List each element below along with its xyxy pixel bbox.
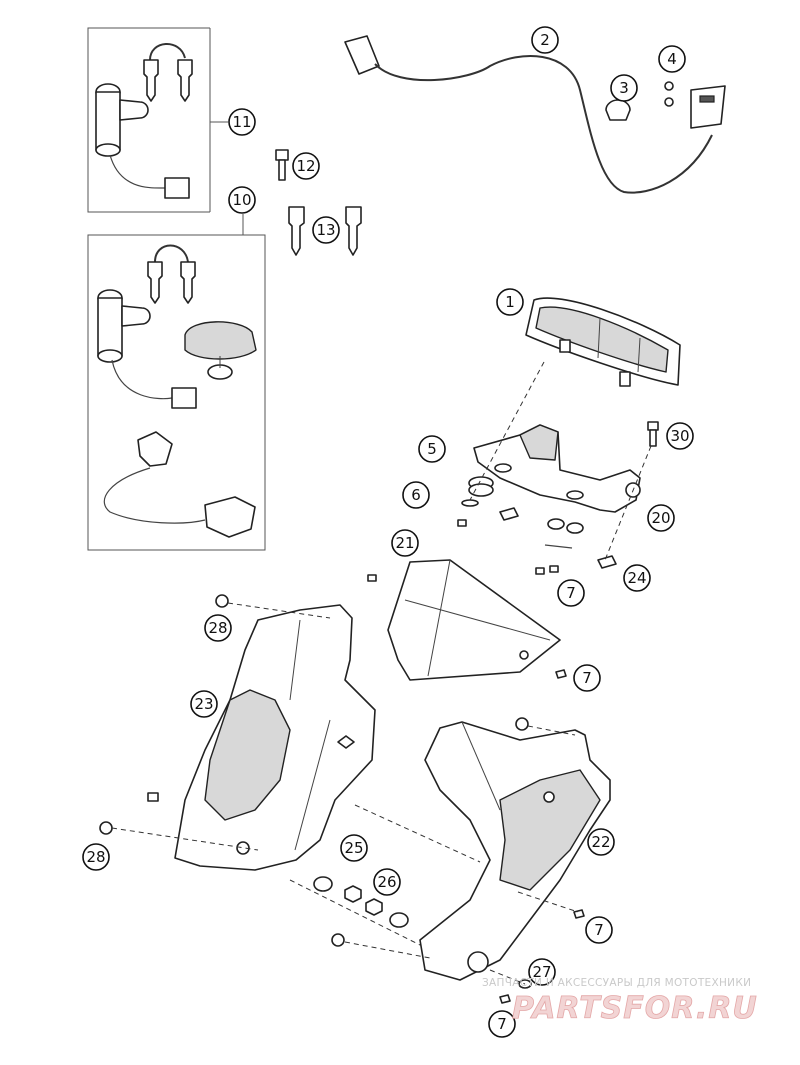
svg-text:12: 12: [296, 157, 315, 175]
callout-11: 11: [228, 108, 256, 136]
svg-text:21: 21: [395, 534, 414, 552]
callout-7-a: 7: [557, 579, 585, 607]
clip-24: [544, 544, 617, 569]
rubber-buffer-25: [313, 876, 409, 928]
windshield-21: [387, 559, 561, 681]
lock-set-kit-box: [87, 214, 266, 551]
callout-24: 24: [623, 564, 651, 592]
callout-1: 1: [496, 288, 524, 316]
svg-text:28: 28: [208, 619, 227, 637]
callout-23: 23: [190, 690, 218, 718]
svg-text:28: 28: [86, 848, 105, 866]
callout-22: 22: [587, 828, 615, 856]
callout-10: 10: [228, 186, 256, 214]
svg-text:24: 24: [627, 569, 646, 587]
svg-text:7: 7: [566, 584, 576, 602]
callout-3: 3: [610, 74, 638, 102]
svg-text:7: 7: [594, 921, 604, 939]
svg-text:2: 2: [540, 31, 550, 49]
bolt-12: [275, 149, 289, 181]
callout-6: 6: [402, 481, 430, 509]
svg-text:23: 23: [194, 695, 213, 713]
svg-text:22: 22: [591, 833, 610, 851]
wiring-harness-2: [344, 35, 713, 194]
watermark-brand: PARTSFOR.RU: [512, 991, 758, 1026]
side-panel-23: [174, 604, 376, 871]
svg-text:30: 30: [670, 427, 689, 445]
callout-26: 26: [373, 868, 401, 896]
spacer-6: [461, 499, 519, 521]
svg-text:4: 4: [667, 50, 677, 68]
callout-21: 21: [391, 529, 419, 557]
svg-text:26: 26: [377, 873, 396, 891]
svg-text:11: 11: [232, 113, 251, 131]
watermark-tagline: ЗАПЧАСТИ И АКСЕССУАРЫ ДЛЯ МОТОТЕХНИКИ: [482, 977, 751, 989]
callout-20: 20: [647, 504, 675, 532]
svg-text:7: 7: [582, 669, 592, 687]
callout-7-c: 7: [585, 916, 613, 944]
callout-7-b: 7: [573, 664, 601, 692]
key-blanks-13: [288, 206, 362, 256]
svg-text:10: 10: [232, 191, 251, 209]
callout-4: 4: [658, 45, 686, 73]
svg-text:20: 20: [651, 509, 670, 527]
side-panel-22: [419, 721, 611, 981]
callout-30: 30: [666, 422, 694, 450]
instrument-cluster-1: [525, 297, 681, 387]
screw-7-windshield: [555, 669, 567, 679]
bracket-20: [473, 424, 641, 513]
callout-5: 5: [418, 435, 446, 463]
svg-text:13: 13: [316, 221, 335, 239]
svg-text:6: 6: [411, 486, 421, 504]
nut-26: [344, 885, 383, 916]
callout-7-d: 7: [488, 1010, 516, 1038]
svg-text:5: 5: [427, 440, 437, 458]
lock-set-10: [97, 244, 257, 538]
clip-3: [605, 99, 631, 121]
assembly-leader-lines: [111, 361, 652, 985]
callout-12: 12: [292, 152, 320, 180]
svg-text:27: 27: [532, 963, 551, 981]
svg-text:1: 1: [505, 293, 515, 311]
grommet-5: [468, 476, 584, 534]
callout-27: 27: [528, 958, 556, 986]
callout-13: 13: [312, 216, 340, 244]
ignition-lock-kit-box: [87, 27, 228, 213]
screw-30: [647, 421, 659, 447]
svg-text:25: 25: [344, 839, 363, 857]
svg-text:7: 7: [497, 1015, 507, 1033]
watermark: ЗАПЧАСТИ И АКСЕССУАРЫ ДЛЯ МОТОТЕХНИКИ PA…: [482, 977, 758, 1026]
screws-4: [664, 81, 726, 129]
svg-text:3: 3: [619, 79, 629, 97]
callout-28-b: 28: [82, 843, 110, 871]
callout-25: 25: [340, 834, 368, 862]
screws-7-bracket: [367, 519, 559, 582]
callout-28-a: 28: [204, 614, 232, 642]
callout-2: 2: [531, 26, 559, 54]
ignition-lock-11: [95, 43, 193, 199]
